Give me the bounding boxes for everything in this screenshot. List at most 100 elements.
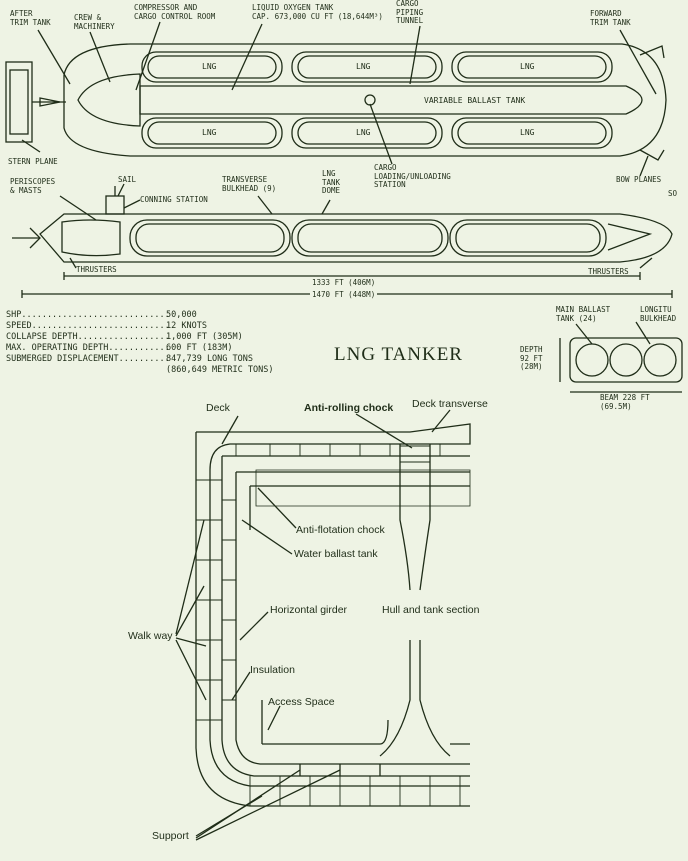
center-girder-upper (399, 444, 431, 591)
spec-key: COLLAPSE DEPTH.................. (6, 332, 170, 342)
anti-rolling-chock-shape (399, 445, 431, 463)
lng-tank-label: LNG (356, 62, 371, 71)
depth-label: DEPTH 92 FT (28M) (520, 345, 543, 371)
lng-tank-inner (297, 121, 437, 145)
conning-station-label: CONNING STATION (140, 195, 208, 204)
lng-tank-label: LNG (202, 62, 217, 71)
leader-line (59, 195, 97, 221)
compressor-room-label: COMPRESSOR AND CARGO CONTROL ROOM (134, 3, 216, 21)
lng-tank-shape (141, 51, 283, 83)
hull-plan-outline (63, 43, 667, 157)
variable-ballast-tank-label: VARIABLE BALLAST TANK (424, 96, 526, 105)
leader-line (257, 487, 297, 529)
leader-line (231, 671, 251, 701)
cargo-loading-station-label: CARGO LOADING/UNLOADING STATION (374, 163, 451, 189)
stern-plane-label: STERN PLANE (8, 157, 58, 166)
crew-machinery-label: CREW & MACHINERY (74, 13, 115, 31)
leader-line (37, 29, 71, 85)
longitudinal-bulkhead-label: LONGITU BULKHEAD (640, 305, 677, 323)
lng-tank-label: LNG (520, 128, 535, 137)
cross-section-outline (569, 337, 683, 383)
anti-flotation-chock-label: Anti-flotation chock (296, 524, 385, 536)
leader-line (635, 321, 651, 345)
walk-way-label: Walk way (128, 630, 173, 642)
horizontal-girder-label: Horizontal girder (270, 604, 348, 616)
lng-tank-side-inner (297, 223, 443, 253)
leader-line (355, 413, 413, 449)
hull-and-tank-section-label: Hull and tank section (382, 604, 480, 616)
deck-transverse-label: Deck transverse (412, 398, 488, 410)
lng-tank-side (449, 219, 607, 257)
lng-tank-shape (291, 117, 443, 149)
outer-hull-shell (195, 432, 470, 807)
sail-shape (105, 195, 125, 215)
leader-line (135, 21, 161, 91)
lng-tank-label: LNG (356, 128, 371, 137)
access-space-label: Access Space (268, 696, 335, 708)
outer-hull-line (196, 423, 471, 787)
after-trim-tank-label: AFTER TRIM TANK (10, 9, 51, 27)
sail-label: SAIL (118, 175, 137, 184)
ballast-circle (643, 343, 677, 377)
lng-tank-shape (451, 117, 613, 149)
anti-rolling-chock-label: Anti-rolling chock (304, 402, 394, 414)
leader-line (175, 639, 207, 701)
spec-key: SPEED........................... (6, 321, 170, 331)
lng-tank-shape (291, 51, 443, 83)
bow-planes-label: BOW PLANES (616, 175, 662, 184)
spec-value: 50,000 (166, 310, 197, 320)
leader-line (369, 103, 393, 165)
spec-key: MAX. OPERATING DEPTH............ (6, 343, 170, 353)
spec-value: 1,000 FT (305M) (166, 332, 243, 342)
spec-key: SHP............................. (6, 310, 170, 320)
insulation-band (255, 469, 471, 507)
leader-line (619, 29, 657, 95)
bow-fin-top (639, 45, 665, 59)
support-label: Support (152, 830, 189, 842)
insulation-label: Insulation (250, 664, 295, 676)
leader-line (231, 23, 263, 91)
leader-line (21, 139, 41, 153)
leader-line (575, 323, 593, 345)
leader-line (257, 195, 273, 215)
lng-tank-inner (457, 121, 607, 145)
crew-compartment (77, 73, 141, 127)
diagram-title: LNG TANKER (334, 344, 463, 365)
cargo-piping-tunnel-label: CARGO PIPING TUNNEL (396, 0, 424, 25)
hull-side-outline (39, 213, 673, 263)
leader-line (409, 25, 421, 85)
deck-label: Deck (206, 402, 230, 414)
lng-tank-label: LNG (202, 128, 217, 137)
leader-line (175, 585, 205, 637)
bottom-frames (249, 776, 461, 806)
lng-tank-inner (147, 121, 277, 145)
leader-line (175, 519, 205, 635)
lower-tank-floor (262, 719, 470, 745)
stern-plane-inner (9, 69, 29, 135)
lng-tank-side-inner (135, 223, 285, 253)
side-aft-compartment (61, 219, 121, 257)
center-girder-lower (379, 640, 451, 757)
bow-compartment-side (607, 223, 653, 251)
periscopes-masts-label: PERISCOPES & MASTS (10, 177, 56, 195)
leader-line (431, 409, 451, 433)
leader-line (221, 415, 239, 445)
side-frames (196, 479, 222, 721)
variable-ballast-tank-shape (139, 85, 643, 115)
lng-tank-inner (457, 55, 607, 79)
lng-tank-shape (141, 117, 283, 149)
main-ballast-tank-label: MAIN BALLAST TANK (24) (556, 305, 611, 323)
liquid-oxygen-tank-label: LIQUID OXYGEN TANK CAP. 673,000 CU FT (1… (252, 3, 383, 21)
leader-line (195, 769, 341, 841)
side-rudder (29, 227, 41, 249)
rudder-shape (39, 97, 61, 107)
lng-tank-inner (297, 55, 437, 79)
spec-value: 600 FT (183M) (166, 343, 233, 353)
thrusters-fwd-label: THRUSTERS (588, 267, 629, 276)
spec-key: SUBMERGED DISPLACEMENT.......... (6, 354, 170, 364)
length-inner-label: 1333 FT (406M) (310, 278, 378, 287)
leader-line (321, 199, 331, 215)
water-ballast-tank-label: Water ballast tank (294, 548, 378, 560)
